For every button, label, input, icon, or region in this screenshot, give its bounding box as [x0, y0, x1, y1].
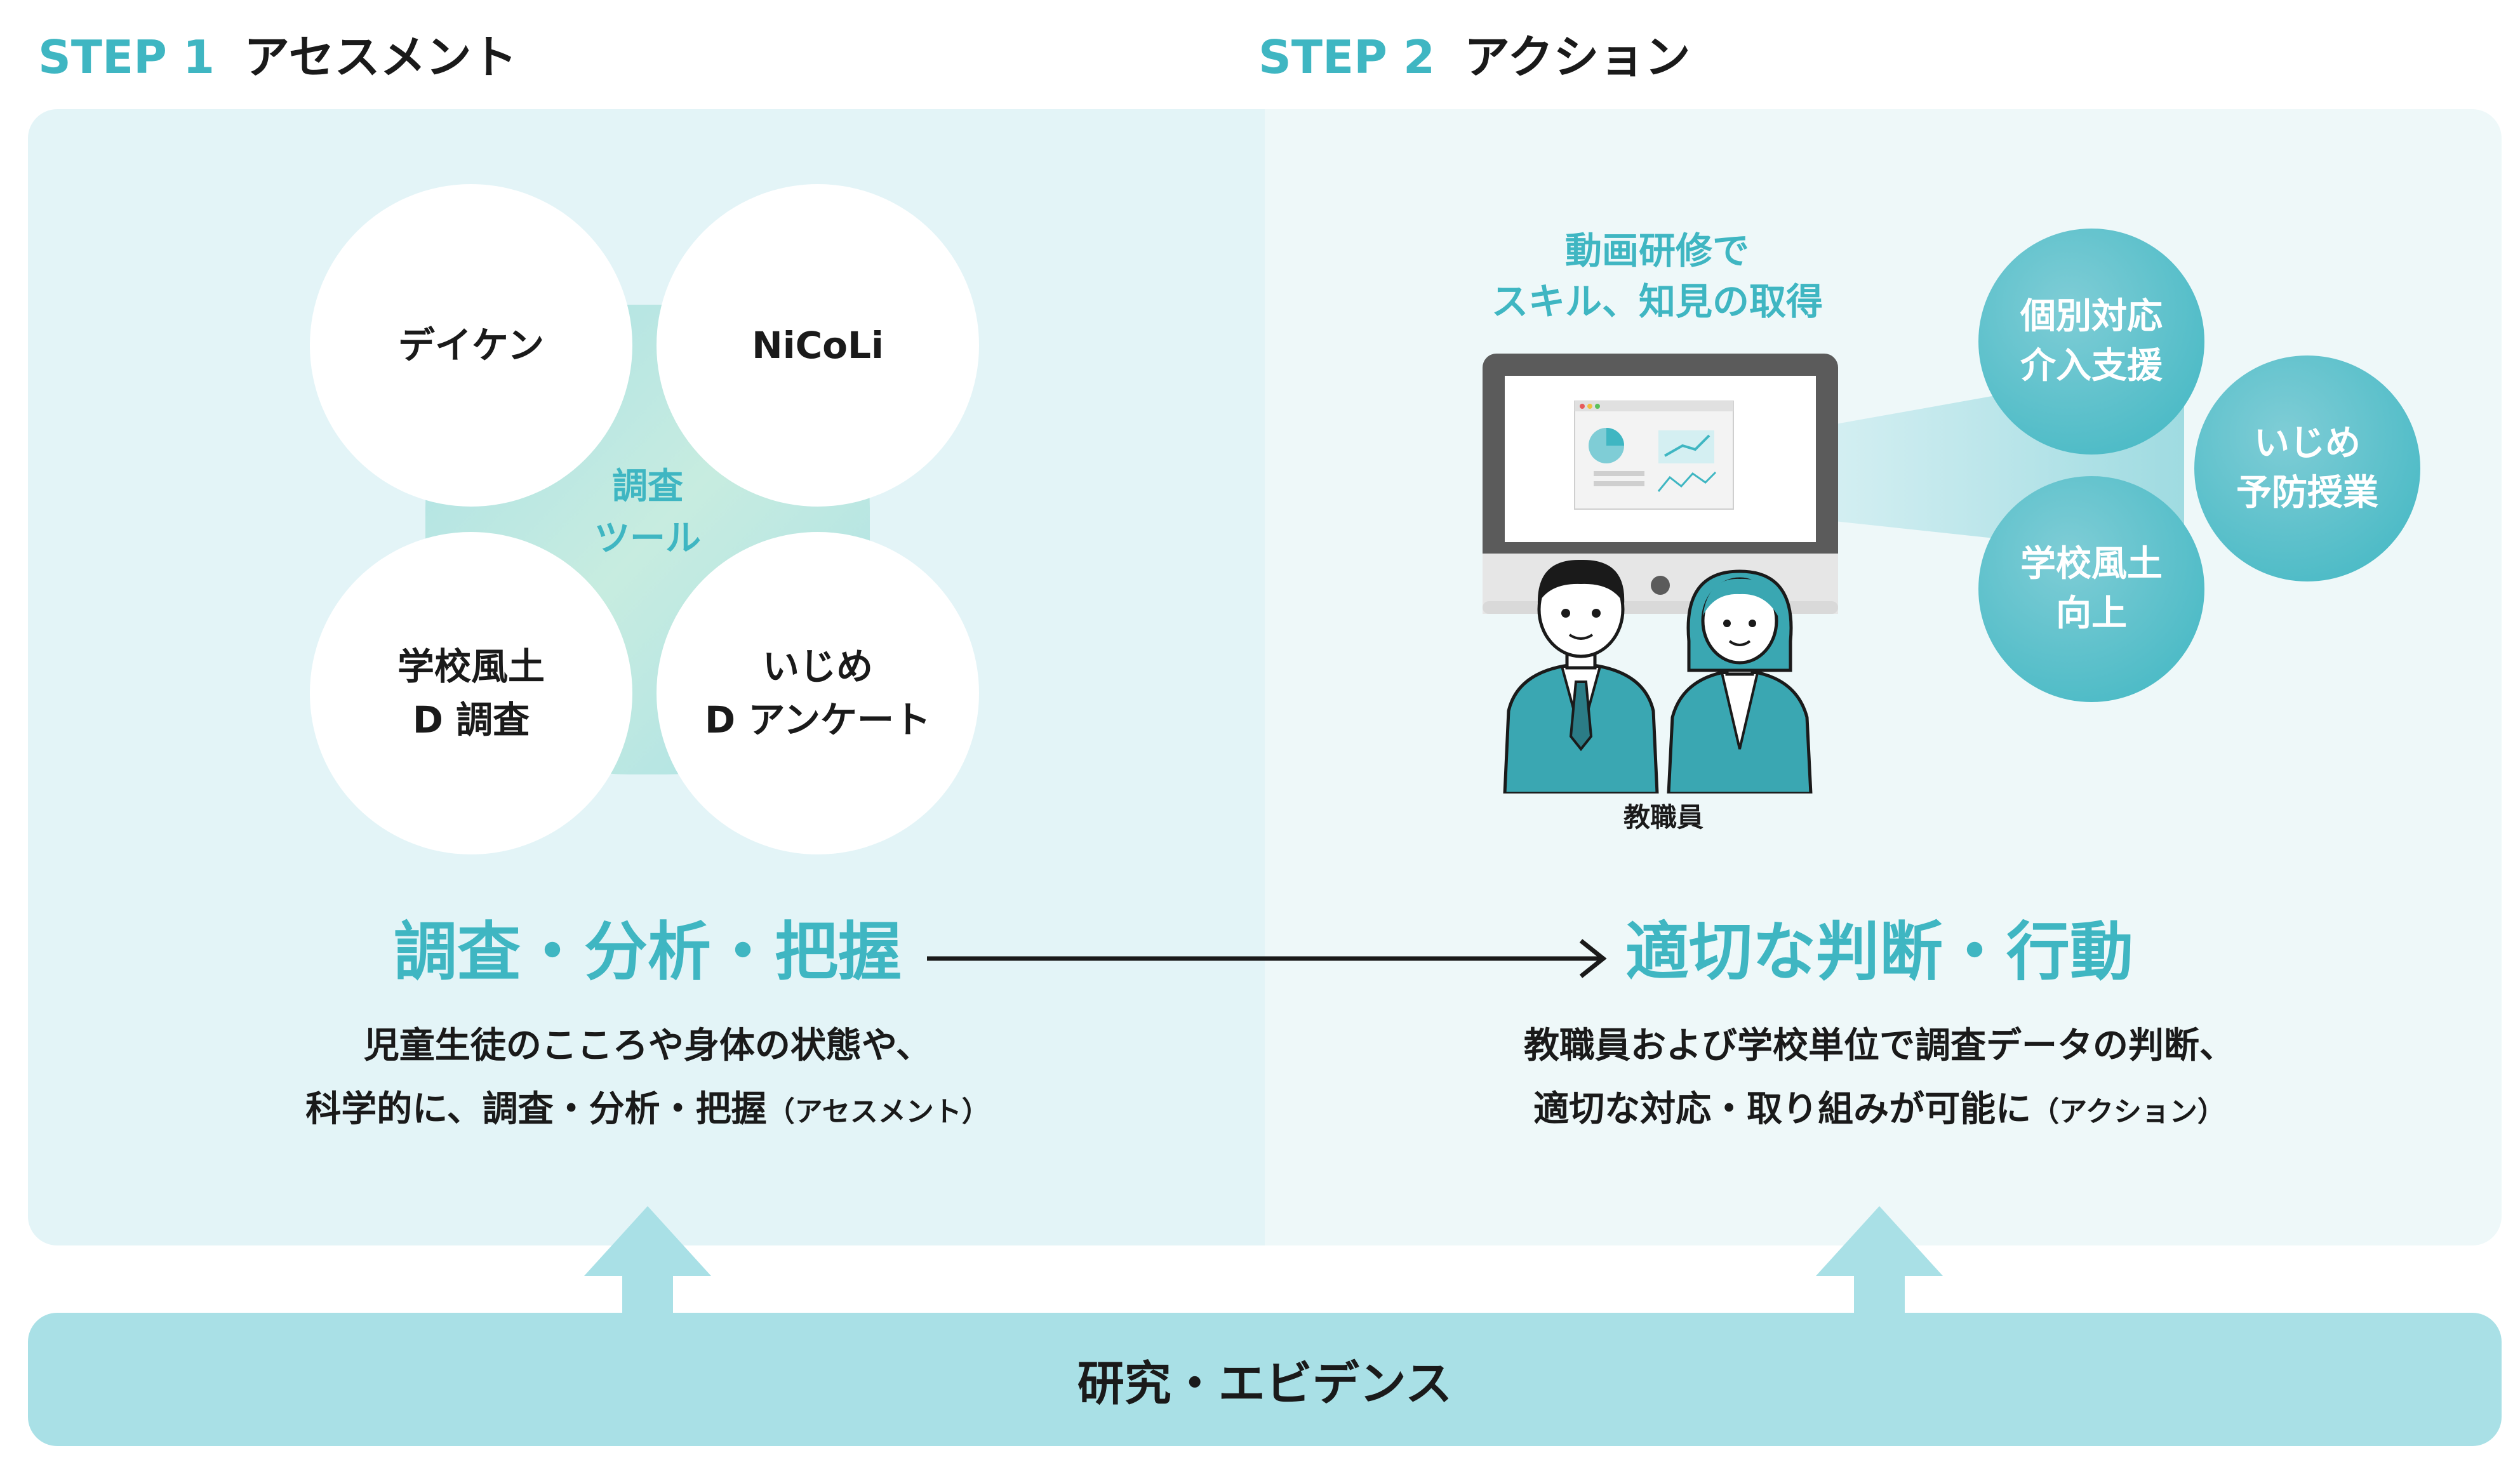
up-arrow-left	[584, 1206, 711, 1317]
assessment-title: 調査・分析・把握	[394, 915, 902, 989]
video-training-label: 動画研修で スキル、知見の取得	[1491, 229, 1823, 323]
tool-label-bullying-survey: いじめ D アンケート	[704, 645, 931, 741]
tool-circle-school-climate: 学校風土 D 調査	[310, 532, 632, 854]
step2-title: アクション	[1464, 30, 1691, 84]
research-evidence-bar: 研究・エビデンス	[28, 1313, 2502, 1446]
bubble-individual-support: 個別対応 介入支援	[1978, 229, 2204, 455]
research-evidence-label: 研究・エビデンス	[1077, 1356, 1453, 1411]
action-desc-note: （アクション）	[2031, 1096, 2225, 1128]
assessment-desc-note: （アセスメント）	[766, 1096, 990, 1128]
tools-center-label: 調査 ツール	[594, 466, 701, 559]
assessment-desc-line2: 科学的に、調査・分析・把握（アセスメント）	[190, 1078, 1105, 1144]
step1-header: STEP 1 アセスメント	[38, 27, 517, 88]
tool-circle-deiken: デイケン	[310, 184, 632, 507]
bubble-label-school-climate: 学校風土 向上	[2020, 543, 2163, 634]
action-title: 適切な判断・行動	[1625, 915, 2133, 989]
step1-number: STEP 1	[38, 30, 215, 84]
assessment-desc-main: 科学的に、調査・分析・把握	[305, 1089, 767, 1130]
action-desc-line2: 適切な対応・取り組みが可能に（アクション）	[1422, 1078, 2337, 1144]
step2-number: STEP 2	[1258, 30, 1436, 84]
action-desc-line1: 教職員および学校単位で調査データの判断、	[1524, 1025, 2235, 1066]
up-arrow-right	[1816, 1206, 1943, 1317]
tool-circle-bullying-survey: いじめ D アンケート	[657, 532, 979, 854]
staff-illustration	[1503, 559, 1813, 793]
tool-label-deiken: デイケン	[397, 324, 545, 367]
flow-arrow	[927, 939, 1607, 978]
action-desc-main: 適切な対応・取り組みが可能に	[1533, 1089, 2032, 1130]
staff-label: 教職員	[1623, 802, 1703, 833]
tool-label-nicoli: NiCoLi	[752, 324, 884, 367]
action-panel	[1265, 109, 2502, 1245]
bubble-bullying-prevention: いじめ 予防授業	[2194, 355, 2420, 581]
tool-circle-nicoli: NiCoLi	[657, 184, 979, 507]
step2-header: STEP 2 アクション	[1258, 27, 1691, 88]
assessment-desc-line1: 児童生徒のこころや身体の状態や、	[363, 1025, 932, 1066]
bubble-label-bullying-prevention: いじめ 予防授業	[2236, 423, 2378, 514]
bubble-label-individual-support: 個別対応 介入支援	[2020, 296, 2163, 387]
tool-label-school-climate: 学校風土 D 調査	[397, 645, 545, 741]
step1-title: アセスメント	[244, 30, 517, 84]
bubble-school-climate: 学校風土 向上	[1978, 476, 2204, 702]
